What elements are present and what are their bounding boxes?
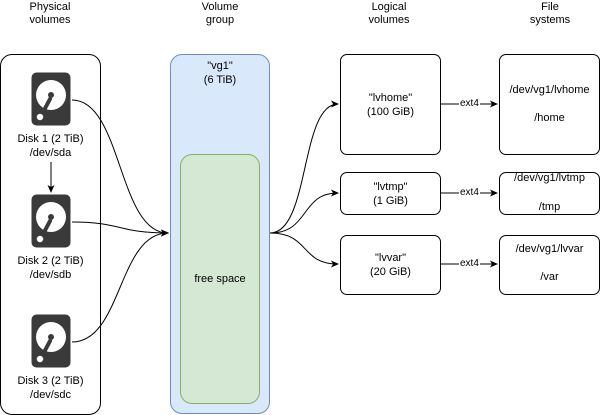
disk-1-device: /dev/sda bbox=[29, 147, 72, 159]
header-vg-line2: group bbox=[205, 14, 235, 26]
hard-disk-icon bbox=[31, 194, 71, 248]
header-file-systems: File systems bbox=[490, 1, 601, 27]
header-logical-line1: Logical bbox=[371, 1, 407, 13]
header-vg-line1: Volume bbox=[201, 1, 239, 13]
free-space-block: free space bbox=[180, 154, 260, 404]
lvvar-name: "lvvar" bbox=[374, 252, 407, 264]
ext4-label-lvtmp: ext4 bbox=[459, 187, 480, 199]
edge-vg-to-lvtmp bbox=[269, 189, 339, 234]
lv-lvvar: "lvvar" (20 GiB) bbox=[340, 235, 441, 295]
header-fs-line2: systems bbox=[529, 14, 571, 26]
ext4-label-lvvar: ext4 bbox=[459, 258, 480, 270]
disk-1-name: Disk 1 (2 TiB) bbox=[17, 133, 84, 145]
hard-disk-icon bbox=[31, 314, 71, 368]
fs-home-path: /dev/vg1/lvhome bbox=[509, 84, 590, 96]
fs-home: /dev/vg1/lvhome /home bbox=[499, 54, 600, 155]
lvhome-size: (100 GiB) bbox=[366, 105, 415, 118]
lvvar-size: (20 GiB) bbox=[370, 266, 411, 278]
fs-var: /dev/vg1/lvvar /var bbox=[499, 235, 600, 295]
header-physical-volumes: Physical volumes bbox=[0, 1, 110, 27]
free-space-label: free space bbox=[194, 273, 246, 285]
lv-lvtmp: "lvtmp" (1 GiB) bbox=[340, 172, 441, 215]
vg-name: "vg1" bbox=[207, 60, 233, 72]
lvhome-name: "lvhome" bbox=[368, 91, 413, 104]
header-physical-line1: Physical bbox=[29, 1, 71, 13]
fs-home-mount: /home bbox=[534, 112, 565, 124]
edge-vg-to-lvvar bbox=[269, 232, 339, 268]
header-fs-line1: File bbox=[541, 1, 559, 13]
lvtmp-size: (1 GiB) bbox=[373, 194, 408, 207]
header-physical-line2: volumes bbox=[29, 14, 71, 26]
fs-tmp-path: /dev/vg1/lvtmp bbox=[514, 172, 585, 184]
edge-disk1-to-vg bbox=[71, 99, 169, 237]
disk-2-name: Disk 2 (2 TiB) bbox=[17, 255, 84, 267]
disk-2-device: /dev/sdb bbox=[29, 269, 72, 281]
lvtmp-name: "lvtmp" bbox=[373, 180, 408, 193]
edge-vg-to-lvhome bbox=[269, 100, 339, 234]
hard-disk-icon bbox=[31, 72, 71, 126]
edge-disk3-to-vg bbox=[71, 229, 169, 343]
ext4-label-lvhome: ext4 bbox=[459, 98, 480, 110]
disk-3-device: /dev/sdc bbox=[30, 389, 71, 401]
lv-lvhome: "lvhome" (100 GiB) bbox=[340, 54, 441, 155]
vg-size: (6 TiB) bbox=[203, 74, 237, 86]
fs-var-mount: /var bbox=[540, 271, 559, 283]
header-logical-volumes: Logical volumes bbox=[329, 1, 449, 27]
fs-var-path: /dev/vg1/lvvar bbox=[515, 243, 584, 255]
edge-disk2-to-vg bbox=[71, 221, 169, 237]
fs-tmp: /dev/vg1/lvtmp /tmp bbox=[499, 172, 600, 215]
header-logical-line2: volumes bbox=[368, 14, 410, 26]
disk-3-name: Disk 3 (2 TiB) bbox=[17, 375, 84, 387]
fs-tmp-mount: /tmp bbox=[538, 201, 561, 213]
header-volume-group: Volume group bbox=[160, 1, 280, 27]
